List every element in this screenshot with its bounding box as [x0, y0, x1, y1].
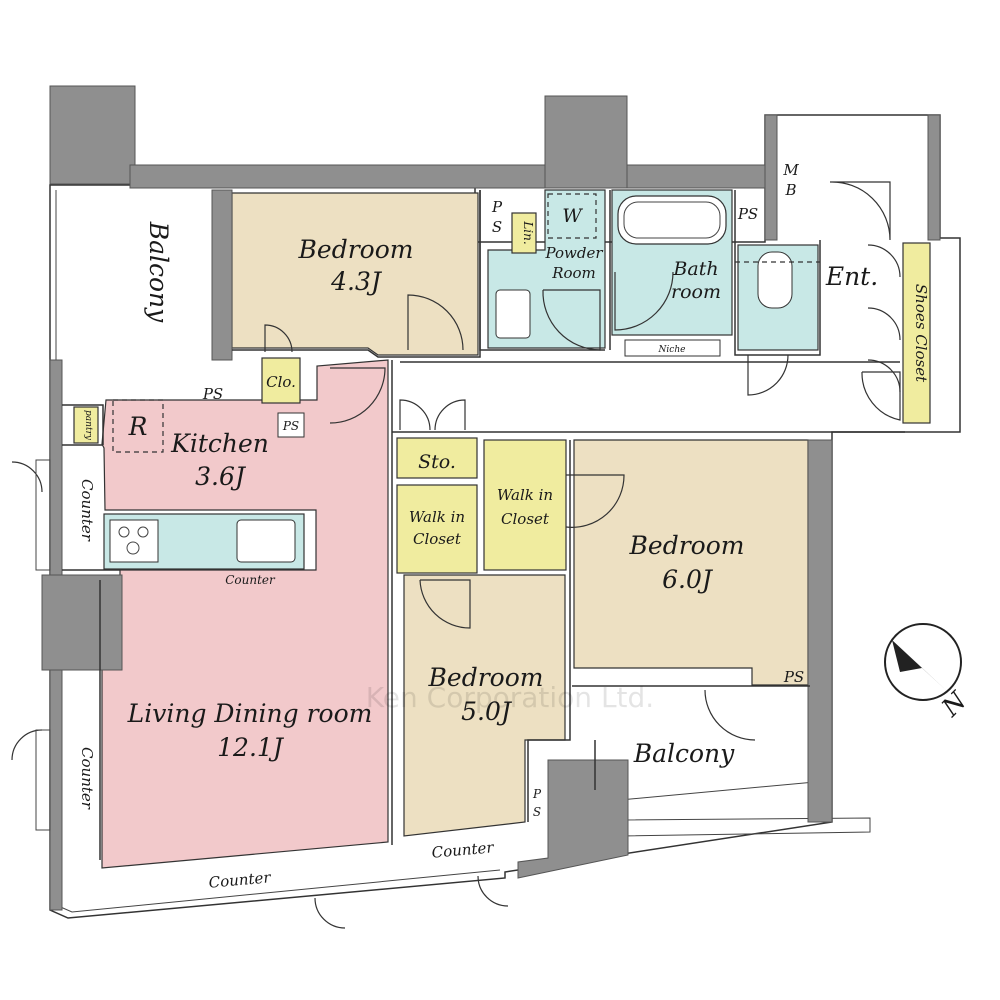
bedroom-5-0j-room: [403, 574, 566, 837]
room-label-entrance: Ent.: [825, 262, 878, 291]
label-ps-south-2: S: [533, 805, 541, 819]
room-label-powder-line1: Powder: [544, 244, 603, 262]
label-ps-north: PS: [737, 205, 758, 223]
sto-storage: [396, 437, 478, 479]
room-label-bath-line2: room: [671, 281, 721, 303]
label-mb-line2: B: [784, 181, 796, 199]
south-balcony-rail: [619, 781, 816, 801]
north-wall: [129, 164, 546, 189]
washer-space: [547, 193, 597, 239]
niche-box: [624, 339, 721, 357]
room-label-bedroom-nw-name: Bedroom: [298, 235, 414, 264]
label-wic-left-line1: Walk in: [409, 508, 465, 526]
label-sto: Sto.: [418, 451, 456, 473]
room-label-bedroom-e-name: Bedroom: [629, 531, 745, 560]
label-balcony-west: Balcony: [144, 221, 173, 323]
labels: Bedroom 4.3J Bedroom 6.0J Bedroom 5.0J K…: [78, 161, 973, 892]
east-wall: [807, 439, 833, 823]
label-balcony-south: Balcony: [633, 739, 735, 768]
closet-storage: [261, 357, 301, 404]
room-label-bedroom-e-size: 6.0J: [662, 565, 714, 594]
pantry-storage: [73, 406, 99, 444]
shoes-closet-storage: [902, 242, 931, 424]
sink-icon: [236, 519, 296, 563]
label-wic-right-line1: Walk in: [497, 486, 553, 504]
watermark: Ken Corporation Ltd.: [366, 681, 654, 714]
room-label-kitchen-name: Kitchen: [170, 429, 269, 458]
room-label-kitchen-size: 3.6J: [195, 462, 247, 491]
label-ps-kitchen: PS: [202, 385, 223, 403]
label-shoes-closet: Shoes Closet: [912, 284, 930, 383]
room-label-powder-line2: Room: [551, 264, 596, 282]
label-ps-v1: P: [491, 198, 503, 216]
label-counter-south: Counter: [208, 868, 272, 891]
entry-wall-east: [927, 114, 941, 241]
linen-storage: [511, 212, 537, 254]
north-wall-east: [626, 164, 766, 189]
label-fridge: R: [128, 412, 148, 441]
washbasin-icon: [495, 289, 531, 339]
toilet-icon: [757, 251, 793, 309]
label-wic-right-line2: Closet: [501, 510, 550, 528]
partitions: [62, 190, 905, 860]
doors: [11, 181, 901, 929]
label-lin: Lin.: [521, 220, 535, 244]
label-pantry: pantry: [83, 410, 93, 441]
label-ps-east: PS: [783, 668, 804, 686]
room-label-bedroom-s-name: Bedroom: [428, 663, 544, 692]
room-label-bedroom-nw-size: 4.3J: [330, 267, 383, 296]
room-label-living-size: 12.1J: [217, 733, 285, 762]
cooktop-icon: [109, 519, 159, 563]
label-counter-kitchen: Counter: [225, 573, 276, 587]
fridge-space: [112, 399, 164, 453]
room-label-living-name: Living Dining room: [127, 699, 373, 728]
walk-in-closet-right: [483, 439, 567, 571]
label-ps-v2: S: [492, 218, 502, 236]
column-w: [41, 574, 123, 671]
label-ps-kitchen-box: PS: [282, 419, 299, 433]
entry-wall: [764, 114, 778, 241]
south-terrace-rail: [619, 817, 871, 837]
label-mb-line1: M: [782, 161, 799, 179]
label-wic-left-line2: Closet: [413, 530, 462, 548]
west-wall-upper: [49, 359, 63, 576]
label-counter-south-mid: Counter: [431, 838, 495, 861]
label-ps-south-1: P: [532, 787, 542, 801]
compass-icon: [884, 623, 962, 701]
room-label-bedroom-s-size: 5.0J: [461, 697, 513, 726]
column-n: [544, 95, 628, 189]
bathtub-icon: [617, 195, 727, 245]
label-counter-west-upper: Counter: [78, 479, 96, 542]
bedroom-nw-west-wall: [211, 189, 233, 361]
fixtures: [103, 193, 820, 570]
room-label-bath-line1: Bath: [672, 258, 718, 280]
bedroom-6-0j-room: [573, 439, 809, 686]
label-washer: W: [562, 205, 583, 227]
label-niche: Niche: [658, 345, 686, 355]
west-wall-lower: [49, 669, 63, 911]
column-nw: [49, 85, 136, 185]
walk-in-closet-left: [396, 484, 478, 574]
column-s: [517, 759, 629, 879]
label-clo: Clo.: [266, 373, 296, 391]
label-counter-west-lower: Counter: [78, 747, 96, 810]
